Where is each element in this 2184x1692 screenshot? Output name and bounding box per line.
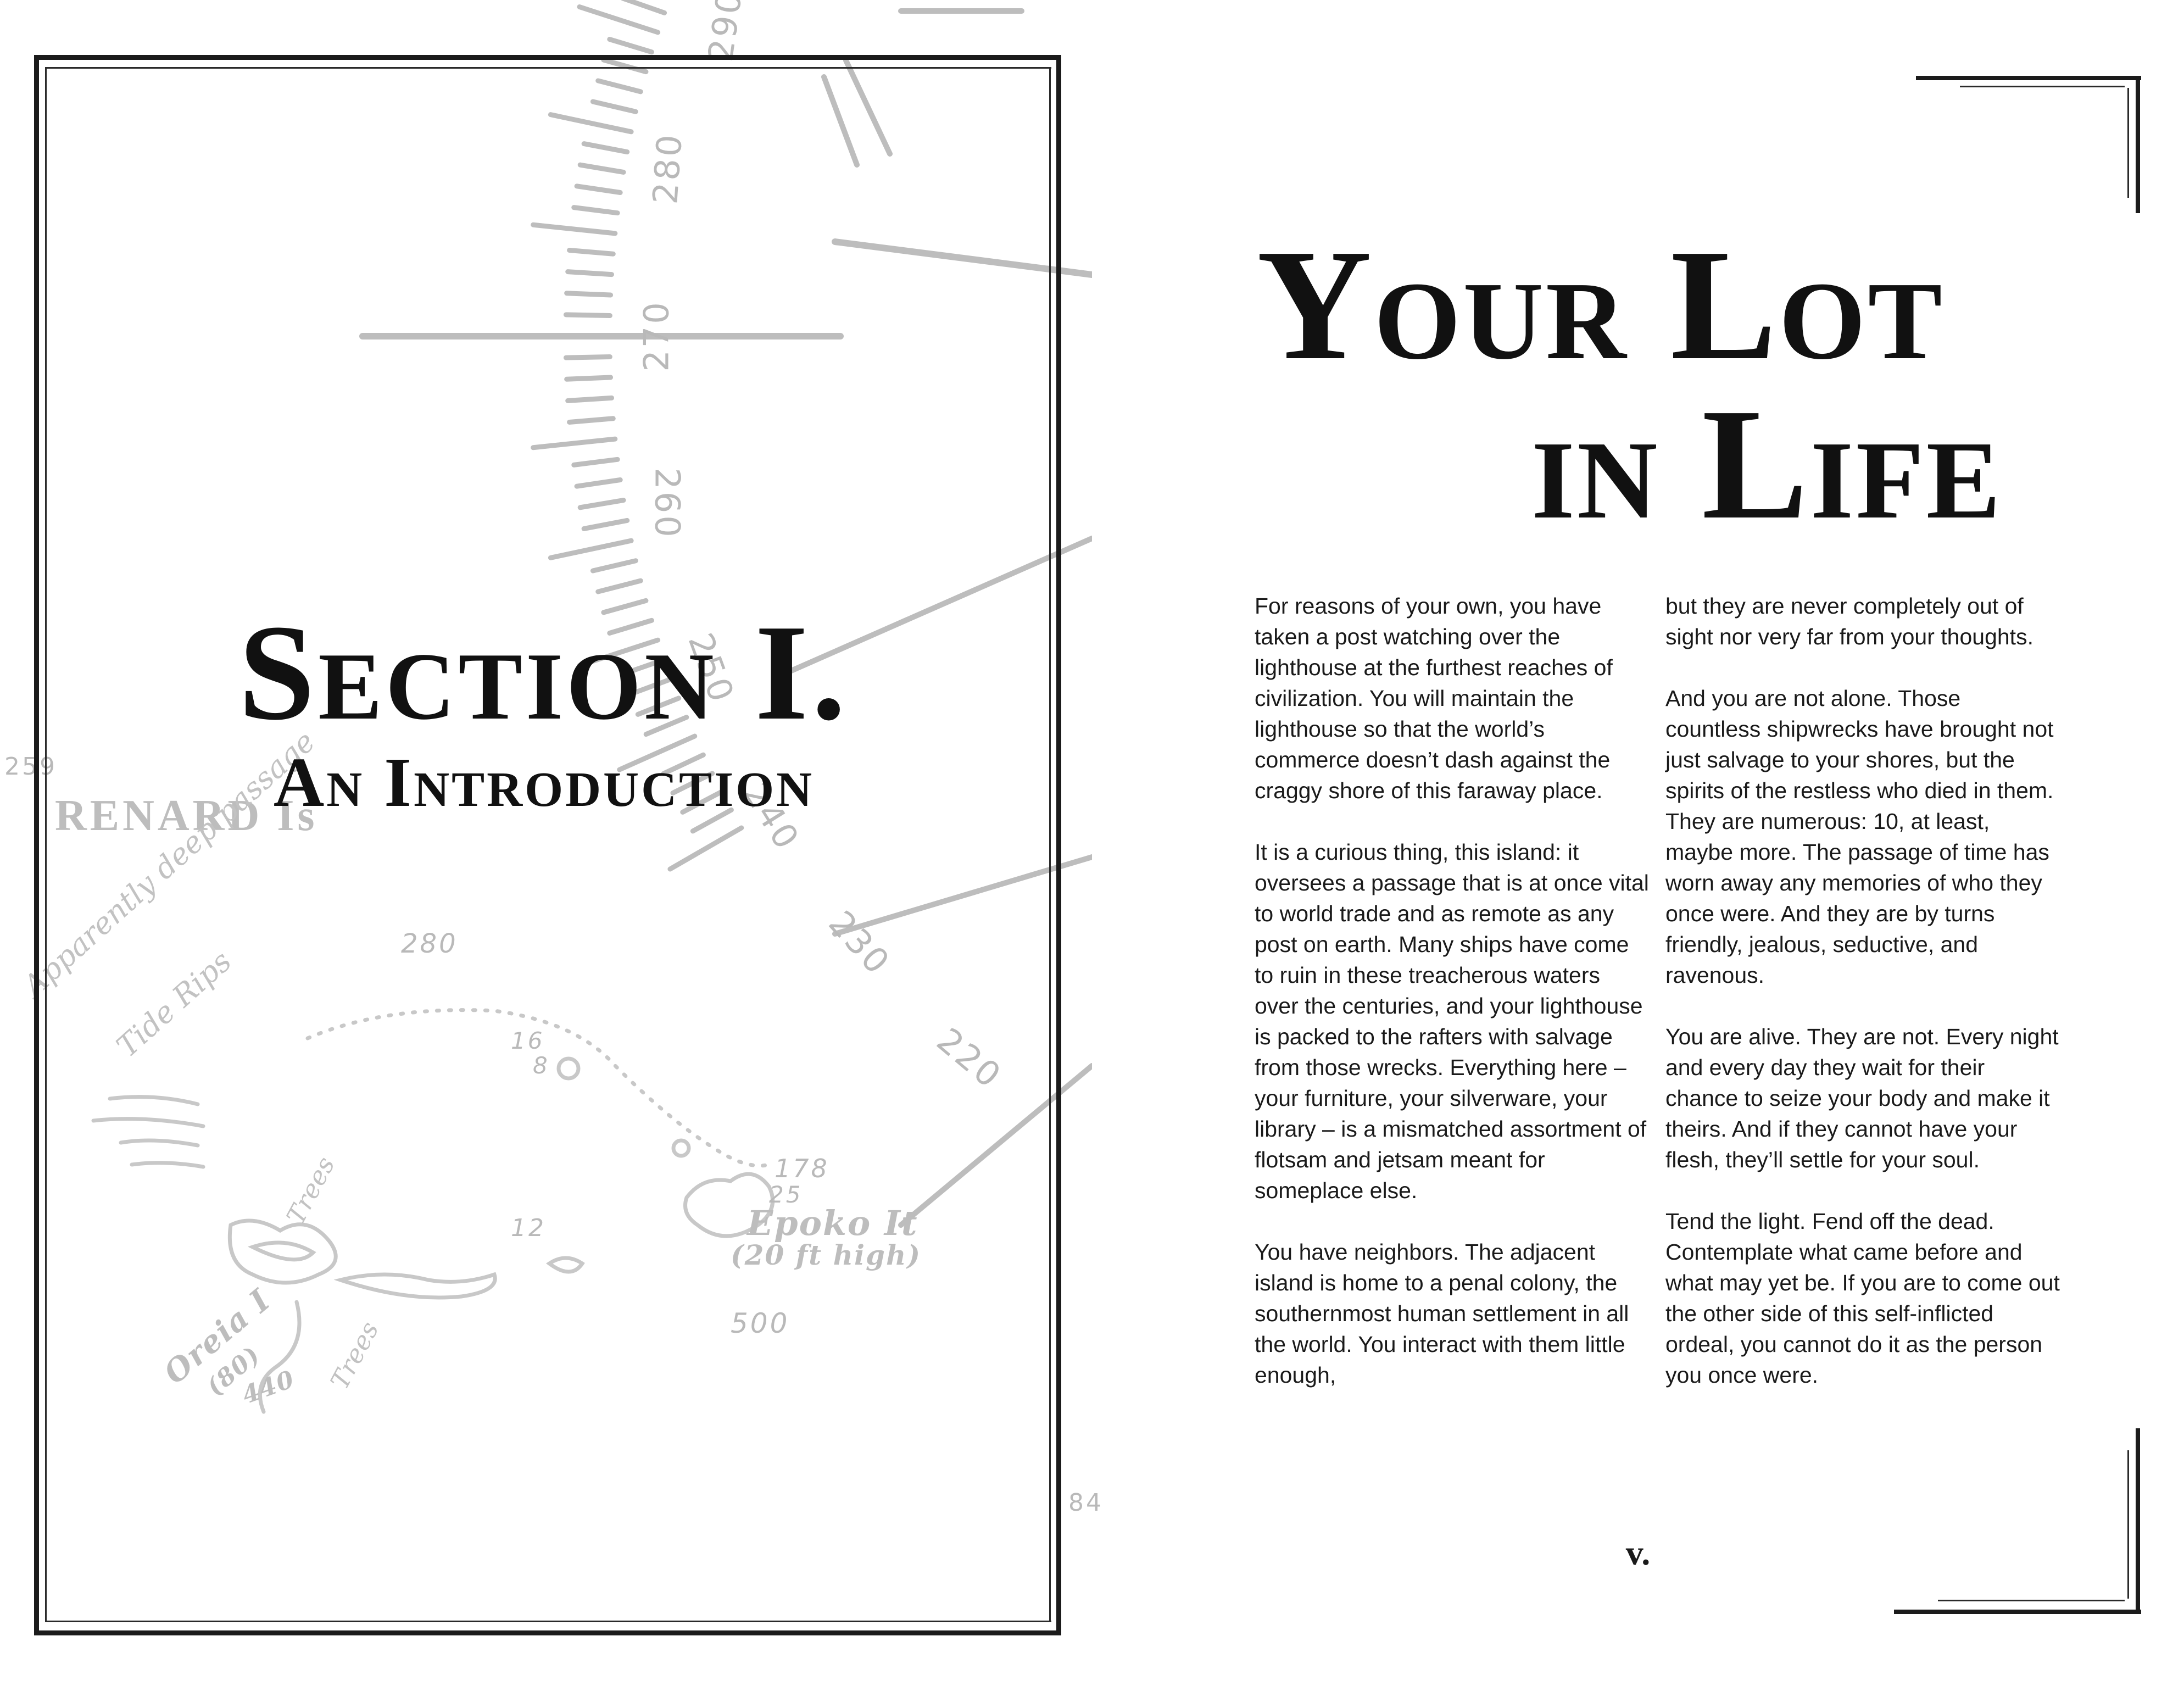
compass-tick <box>571 457 620 467</box>
depth-sounding: 16 <box>511 1027 545 1054</box>
compass-tick <box>548 538 634 560</box>
nautical-map-background: 290 280 270 260 250 240 230 220 259 280 … <box>0 0 1101 1689</box>
compass-tick <box>563 354 612 360</box>
compass-tick <box>680 789 725 815</box>
depth-sounding: 8 <box>533 1052 550 1079</box>
compass-tick <box>667 825 744 872</box>
compass-tick <box>635 695 682 717</box>
place-name: RENARD Is <box>55 792 318 840</box>
chapter-title-line-1: Your Lot <box>1257 216 1945 393</box>
right-page: Your Lot in Life For reasons of your own… <box>1092 0 2184 1689</box>
body-text-column-right: but they are never completely out of sig… <box>1665 591 2061 1421</box>
compass-tick <box>577 4 661 35</box>
compass-tick <box>581 517 630 531</box>
compass-tick <box>565 269 615 277</box>
depth-sounding: 500 <box>731 1307 790 1339</box>
compass-tick <box>564 375 614 382</box>
compass-tick <box>601 598 649 615</box>
compass-tick <box>617 733 698 772</box>
compass-number: 260 <box>647 467 688 539</box>
compass-tick <box>670 771 715 795</box>
compass-tick <box>567 248 616 257</box>
compass-tick <box>595 578 643 594</box>
chapter-title-line-2: in Life <box>1531 376 2003 552</box>
paragraph: And you are not alone. Those countless s… <box>1665 686 2054 988</box>
compass-tick <box>574 183 623 196</box>
compass-tick <box>531 436 618 450</box>
compass-tick <box>577 498 626 510</box>
place-name: (20 ft high) <box>731 1239 921 1271</box>
depth-sounding: 178 <box>775 1154 829 1183</box>
paragraph: For reasons of your own, you have taken … <box>1255 593 1613 803</box>
depth-sounding: 25 <box>769 1181 803 1208</box>
depth-sounding: 12 <box>511 1214 546 1242</box>
compass-tick <box>565 395 615 403</box>
place-name: Epoko It <box>747 1203 918 1243</box>
paragraph: but they are never completely out of sig… <box>1665 593 2033 649</box>
section-title: Section I. <box>238 597 849 749</box>
compass-tick <box>590 558 638 574</box>
compass-tick <box>577 637 661 668</box>
compass-tick <box>607 37 654 55</box>
compass-tick <box>595 78 643 94</box>
body-text-column-left: For reasons of your own, you have taken … <box>1255 591 1650 1421</box>
compass-tick <box>531 222 618 236</box>
paragraph: You have neighbors. The adjacent island … <box>1255 1239 1629 1388</box>
compass-tick <box>571 205 620 216</box>
compass-tick <box>567 416 616 425</box>
compass-tick <box>574 477 623 489</box>
compass-tick <box>661 752 706 776</box>
page-number: v. <box>1625 1533 1651 1572</box>
section-subtitle: An Introduction <box>273 743 815 821</box>
compass-tick <box>643 715 689 737</box>
left-page: 290 280 270 260 250 240 230 220 259 280 … <box>0 0 1101 1689</box>
compass-tick <box>620 657 667 677</box>
compass-number: 270 <box>636 300 677 372</box>
depth-sounding: 280 <box>401 928 458 959</box>
compass-tick <box>577 162 626 175</box>
compass-tick <box>590 99 638 114</box>
compass-tick <box>581 141 630 155</box>
paragraph: You are alive. They are not. Every night… <box>1665 1024 2059 1172</box>
compass-tick <box>621 0 667 15</box>
compass-tick <box>627 676 674 697</box>
depth-sounding: 84 <box>1068 1489 1104 1517</box>
compass-tick <box>607 617 654 636</box>
compass-tick <box>564 291 614 298</box>
compass-tick <box>601 57 649 75</box>
compass-tick <box>548 112 634 135</box>
compass-tick <box>690 807 734 834</box>
paragraph: Tend the light. Fend off the dead. Conte… <box>1665 1209 2060 1388</box>
paragraph: It is a curious thing, this island: it o… <box>1255 839 1649 1203</box>
compass-number: 280 <box>645 131 690 206</box>
compass-tick <box>563 312 612 319</box>
